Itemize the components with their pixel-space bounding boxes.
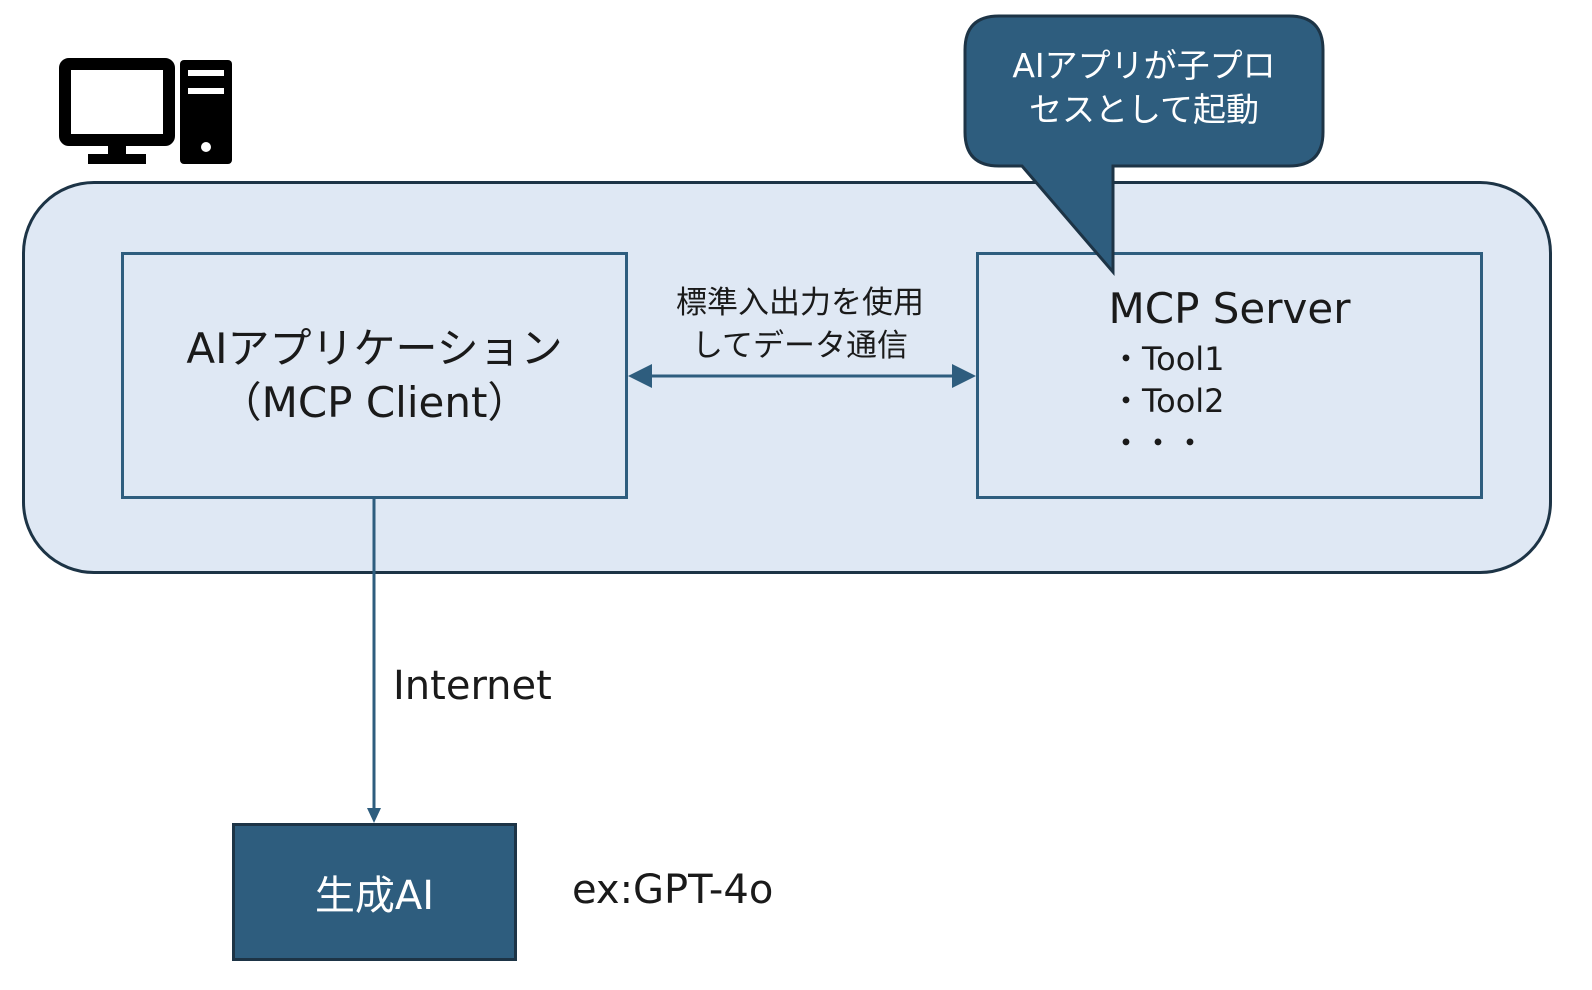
callout-text: AIアプリが子プロ セスとして起動 [963,44,1325,132]
client-line-2: （MCP Client） [219,377,530,427]
client-line-1: AIアプリケーション [186,323,563,373]
generative-ai-box: 生成AI [232,823,517,961]
mcp-server-box [976,252,1483,499]
callout-line-2: セスとして起動 [1028,90,1259,129]
tool-item: ・Tool1 [1110,340,1225,378]
mcp-client-box [121,252,628,499]
stdio-connection-label: 標準入出力を使用 してデータ通信 [640,282,960,368]
connection-line-1: 標準入出力を使用 [676,285,924,321]
arrow-head-right [952,364,976,388]
callout-line-1: AIアプリが子プロ [1012,46,1276,85]
mcp-client-label: AIアプリケーション （MCP Client） [121,252,628,499]
mcp-server-title: MCP Server [1108,284,1351,333]
model-example-label: ex:GPT-4o [572,867,774,913]
arrow-head-left [628,364,652,388]
callout-bubble [963,14,1325,277]
tool-item: ・Tool2 [1110,382,1225,420]
connection-line-2: してデータ通信 [691,328,909,364]
generative-ai-label: 生成AI [314,873,435,919]
arrow-head-down [367,808,381,823]
internet-label: Internet [393,663,552,709]
mcp-server-tools: ・Tool1 ・Tool2 ・・・ [1110,338,1225,464]
tool-item: ・・・ [1110,424,1207,462]
